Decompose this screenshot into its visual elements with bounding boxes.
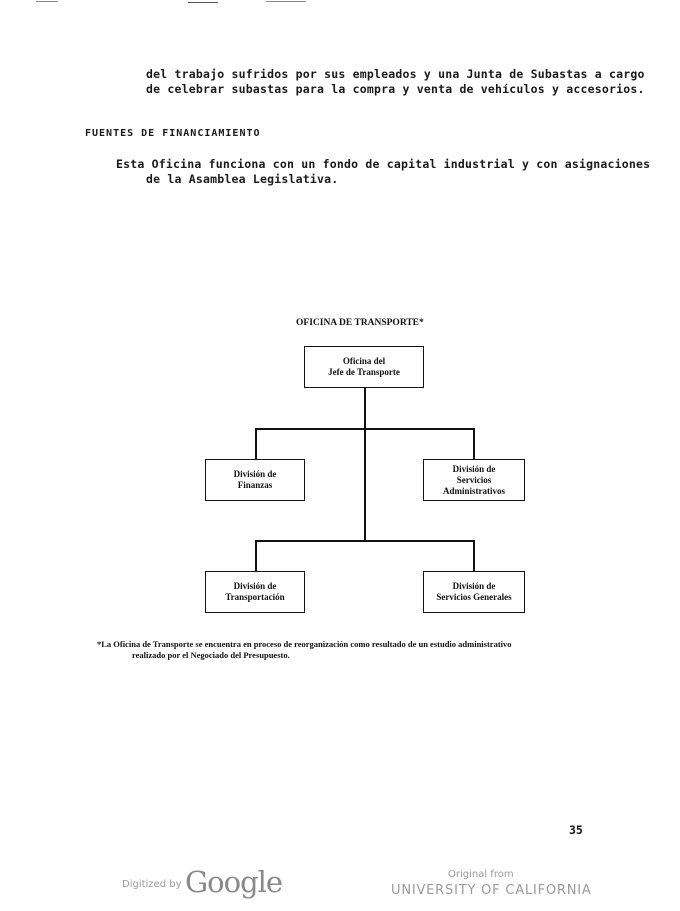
footnote-line-2: realizado por el Negociado del Presupues… bbox=[132, 650, 290, 660]
scan-artifact bbox=[266, 1, 306, 2]
paragraph-2-line-1: Esta Oficina funciona con un fondo de ca… bbox=[116, 157, 651, 171]
connector-lower-right bbox=[473, 540, 475, 572]
connector-upper-bar bbox=[255, 428, 475, 430]
scan-artifact bbox=[36, 1, 58, 2]
section-heading: FUENTES DE FINANCIAMIENTO bbox=[85, 128, 261, 139]
digitized-by-label: Digitized by bbox=[122, 879, 182, 890]
org-box-finance: División de Finanzas bbox=[205, 459, 305, 501]
connector-upper-left bbox=[255, 428, 257, 460]
connector-upper-right bbox=[473, 428, 475, 460]
paragraph-1-line-1: del trabajo sufridos por sus empleados y… bbox=[146, 67, 645, 81]
org-box-general: División de Servicios Generales bbox=[423, 571, 525, 613]
org-box-chief: Oficina del Jefe de Transporte bbox=[304, 346, 424, 388]
org-box-admin: División de Servicios Administrativos bbox=[423, 459, 525, 501]
google-logo: Google bbox=[185, 865, 283, 899]
original-from-label: Original from bbox=[448, 869, 514, 880]
university-label: UNIVERSITY OF CALIFORNIA bbox=[391, 883, 592, 898]
page-number: 35 bbox=[569, 823, 583, 837]
scan-artifact bbox=[188, 2, 218, 3]
footnote-line-1: *La Oficina de Transporte se encuentra e… bbox=[97, 639, 512, 649]
org-box-transport: División de Transportación bbox=[205, 571, 305, 613]
paragraph-2-line-2: de la Asamblea Legislativa. bbox=[146, 172, 339, 186]
connector-trunk bbox=[364, 387, 366, 541]
connector-lower-left bbox=[255, 540, 257, 572]
paragraph-1-line-2: de celebrar subastas para la compra y ve… bbox=[146, 82, 645, 96]
connector-lower-bar bbox=[255, 540, 475, 542]
org-chart-title: OFICINA DE TRANSPORTE* bbox=[296, 318, 424, 328]
